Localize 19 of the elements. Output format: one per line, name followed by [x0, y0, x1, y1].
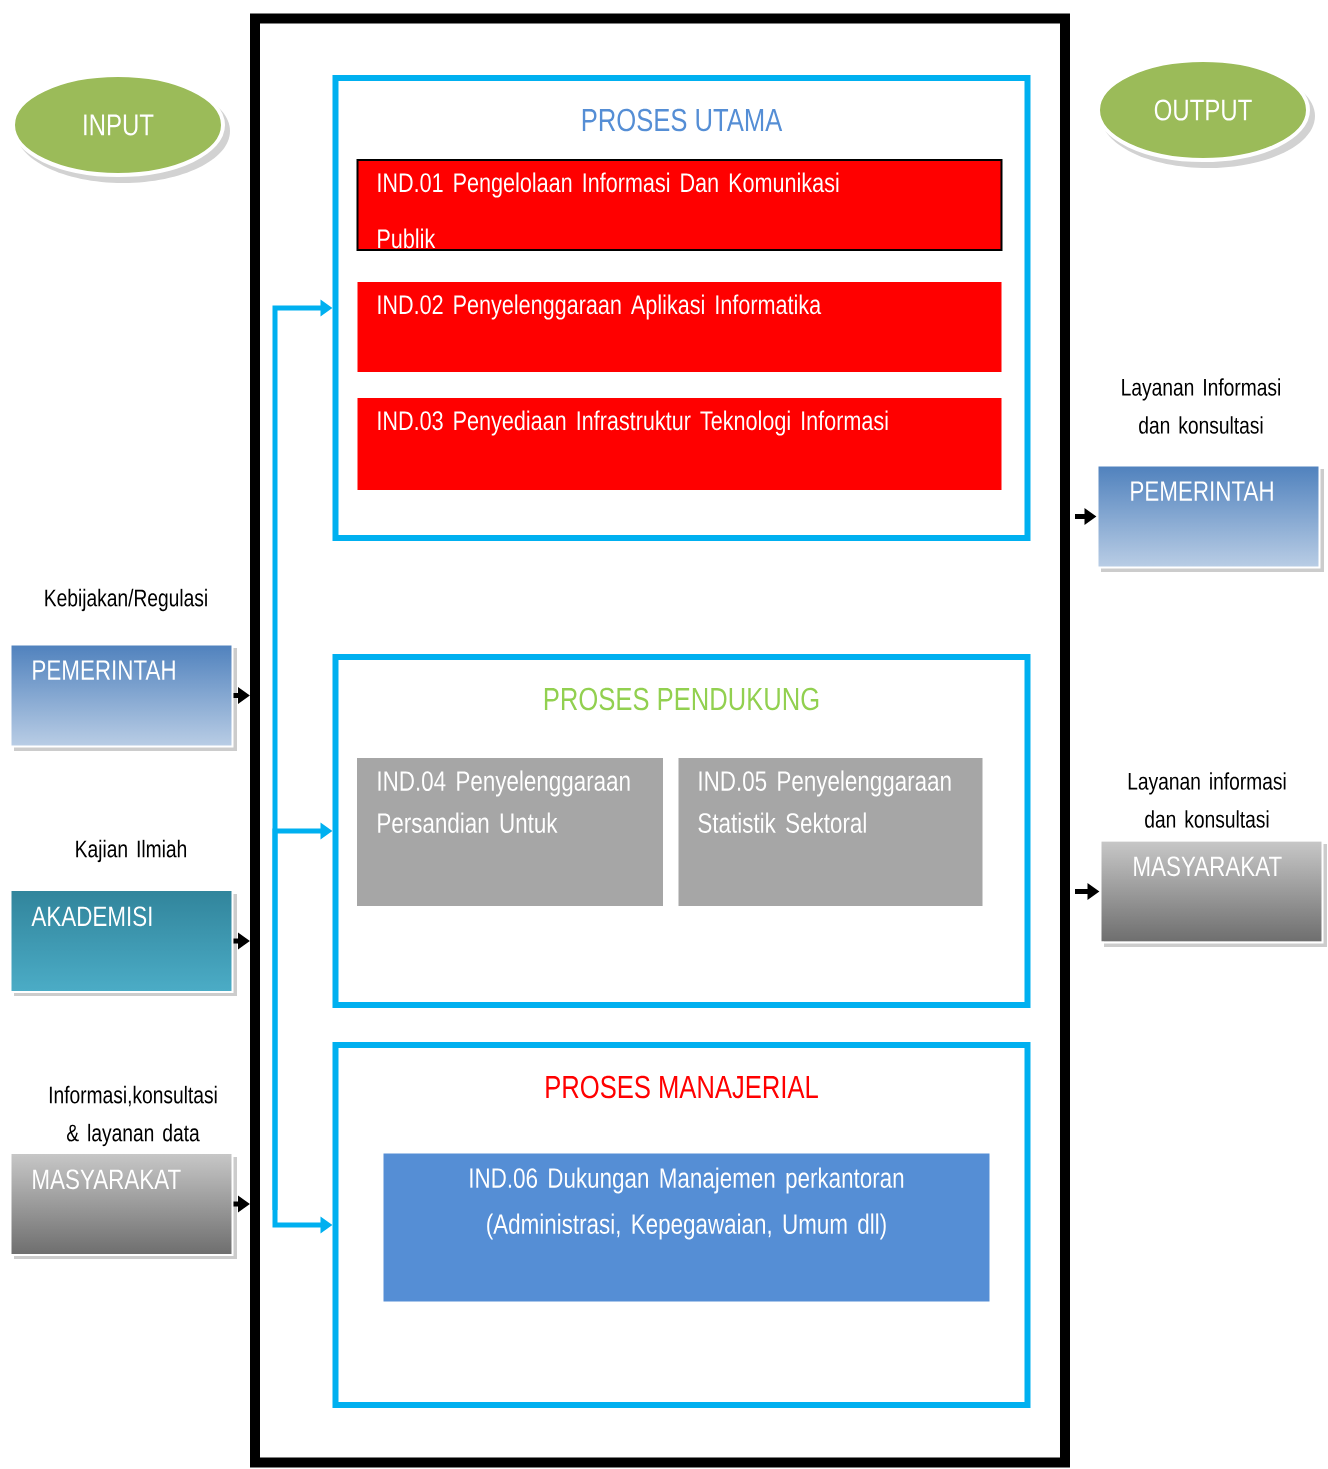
- indicator-box: IND.03 Penyediaan Infrastruktur Teknologi Informasi: [357, 398, 1002, 490]
- indicator-box: IND.02 Penyelenggaraan Aplikasi Informatika: [357, 282, 1002, 372]
- indicator-box: IND.05 Penyelenggaraan Statistik Sektoral: [678, 758, 983, 906]
- stakeholder-box: MASYARAKAT: [1099, 839, 1327, 947]
- oval-label: INPUT: [11, 73, 230, 183]
- stakeholder-box: PEMERINTAH: [9, 643, 237, 751]
- box-caption: Layanan informasi dan konsultasi: [1128, 772, 1286, 828]
- oval-label: OUTPUT: [1096, 58, 1315, 168]
- box-caption: Kajian Ilmiah: [76, 839, 186, 863]
- indicator-box: IND.04 Penyelenggaraan Persandian Untuk: [357, 758, 663, 906]
- stakeholder-box: PEMERINTAH: [1096, 464, 1324, 572]
- box-caption: Layanan Informasi dan konsultasi: [1122, 378, 1280, 434]
- indicator-box: IND.01 Pengelolaan Informasi Dan Komunikasi Publik: [356, 159, 1003, 251]
- system-frame: [250, 13, 1070, 1468]
- box-caption: Informasi,konsultasi & layanan data: [49, 1085, 217, 1147]
- box-caption: Kebijakan/Regulasi: [45, 588, 207, 612]
- stakeholder-box: MASYARAKAT: [9, 1152, 237, 1259]
- stakeholder-box: AKADEMISI: [9, 889, 237, 996]
- indicator-box: IND.06 Dukungan Manajemen perkantoran (Administrasi, Kepegawaian, Umum dll): [383, 1153, 990, 1302]
